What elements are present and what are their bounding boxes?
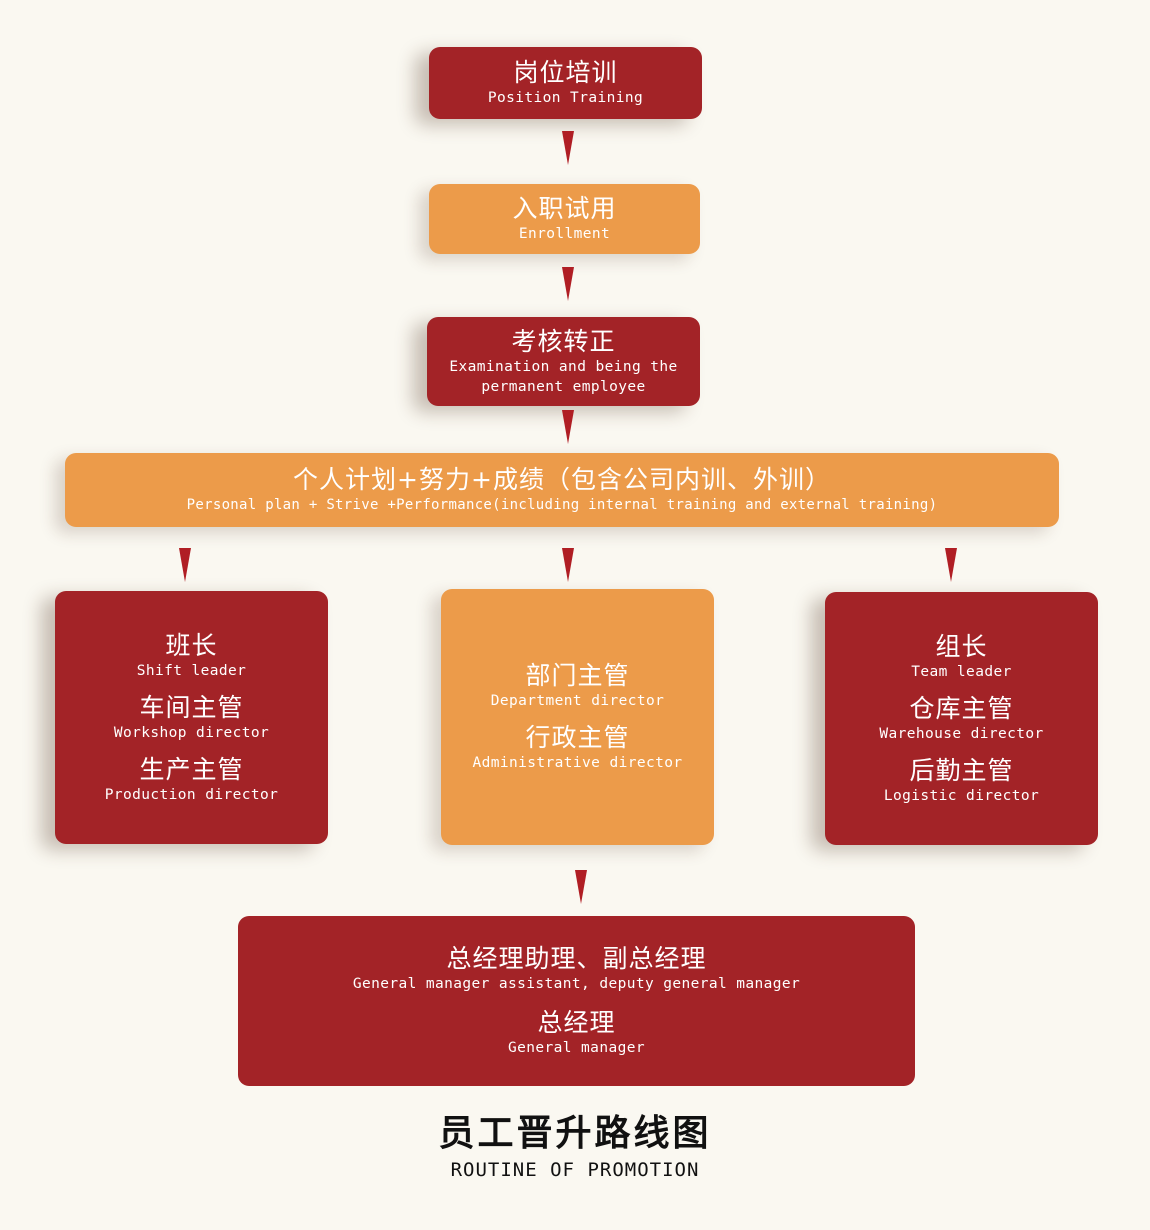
branch-left-item: 生产主管 Production director [105, 755, 278, 805]
branch-middle-item: 行政主管 Administrative director [473, 723, 683, 773]
branch-right-item: 组长 Team leader [911, 632, 1011, 682]
branch-middle-item-cn: 部门主管 [525, 661, 630, 690]
branch-right-item-cn: 后勤主管 [909, 755, 1014, 785]
step-personal-plan-en: Personal plan + Strive +Performance(incl… [186, 497, 938, 513]
branch-middle-item-en: Administrative director [472, 755, 683, 771]
step-examination: 考核转正 Examination and being the permanent… [427, 317, 700, 406]
top-level-item-en: General manager [508, 1040, 645, 1056]
arrow-down-left [179, 548, 191, 582]
step-enrollment-en: Enrollment [518, 226, 611, 242]
branch-left-item: 车间主管 Workshop director [114, 693, 269, 743]
step-enrollment: 入职试用 Enrollment [429, 184, 700, 254]
top-level-item-cn: 总经理 [537, 1008, 616, 1037]
branch-middle: 部门主管 Department director 行政主管 Administra… [441, 589, 714, 845]
branch-middle-item-cn: 行政主管 [525, 723, 630, 752]
branch-right-item-en: Logistic director [883, 787, 1040, 804]
step-enrollment-cn: 入职试用 [512, 194, 617, 223]
branch-right: 组长 Team leader 仓库主管 Warehouse director 后… [825, 592, 1098, 845]
diagram-subtitle: ROUTINE OF PROMOTION [450, 1159, 700, 1181]
branch-left-item-en: Shift leader [136, 662, 247, 679]
arrow-down-2 [562, 267, 574, 301]
branch-middle-item: 部门主管 Department director [491, 661, 664, 711]
branch-left-item-cn: 生产主管 [139, 754, 244, 784]
branch-left-item-cn: 班长 [165, 630, 218, 660]
step-examination-cn: 考核转正 [511, 326, 616, 356]
branch-left: 班长 Shift leader 车间主管 Workshop director 生… [55, 591, 328, 844]
branch-left-item: 班长 Shift leader [137, 631, 247, 681]
arrow-down-3 [562, 410, 574, 444]
step-personal-plan-cn: 个人计划+努力+成绩（包含公司内训、外训） [293, 465, 831, 494]
diagram-title: 员工晋升路线图 [438, 1113, 712, 1154]
arrow-down-middle [562, 548, 574, 582]
branch-left-item-cn: 车间主管 [139, 692, 244, 722]
top-level-item: 总经理 General manager [508, 1008, 645, 1058]
step-position-training: 岗位培训 Position Training [429, 47, 702, 119]
top-level-item: 总经理助理、副总经理 General manager assistant, de… [353, 944, 800, 994]
top-level-item-en: General manager assistant, deputy genera… [352, 976, 801, 992]
branch-right-item: 后勤主管 Logistic director [884, 756, 1039, 806]
arrow-down-right [945, 548, 957, 582]
branch-right-item-cn: 仓库主管 [909, 693, 1014, 723]
branch-right-item-cn: 组长 [935, 631, 988, 661]
branch-right-item-en: Warehouse director [879, 725, 1044, 742]
branch-right-item: 仓库主管 Warehouse director [879, 694, 1043, 744]
branch-left-item-en: Workshop director [113, 724, 270, 741]
branch-right-item-en: Team leader [911, 663, 1012, 680]
arrow-down-1 [562, 131, 574, 165]
top-level-box: 总经理助理、副总经理 General manager assistant, de… [238, 916, 915, 1086]
step-examination-en-line2: permanent employee [481, 378, 646, 395]
step-position-training-en: Position Training [487, 90, 644, 106]
arrow-down-final [575, 870, 587, 904]
step-position-training-cn: 岗位培训 [513, 58, 618, 87]
branch-left-item-en: Production director [104, 786, 279, 803]
step-personal-plan: 个人计划+努力+成绩（包含公司内训、外训） Personal plan + St… [65, 453, 1059, 527]
branch-middle-item-en: Department director [490, 693, 665, 709]
step-examination-en-line1: Examination and being the [449, 358, 678, 375]
top-level-item-cn: 总经理助理、副总经理 [446, 944, 707, 973]
